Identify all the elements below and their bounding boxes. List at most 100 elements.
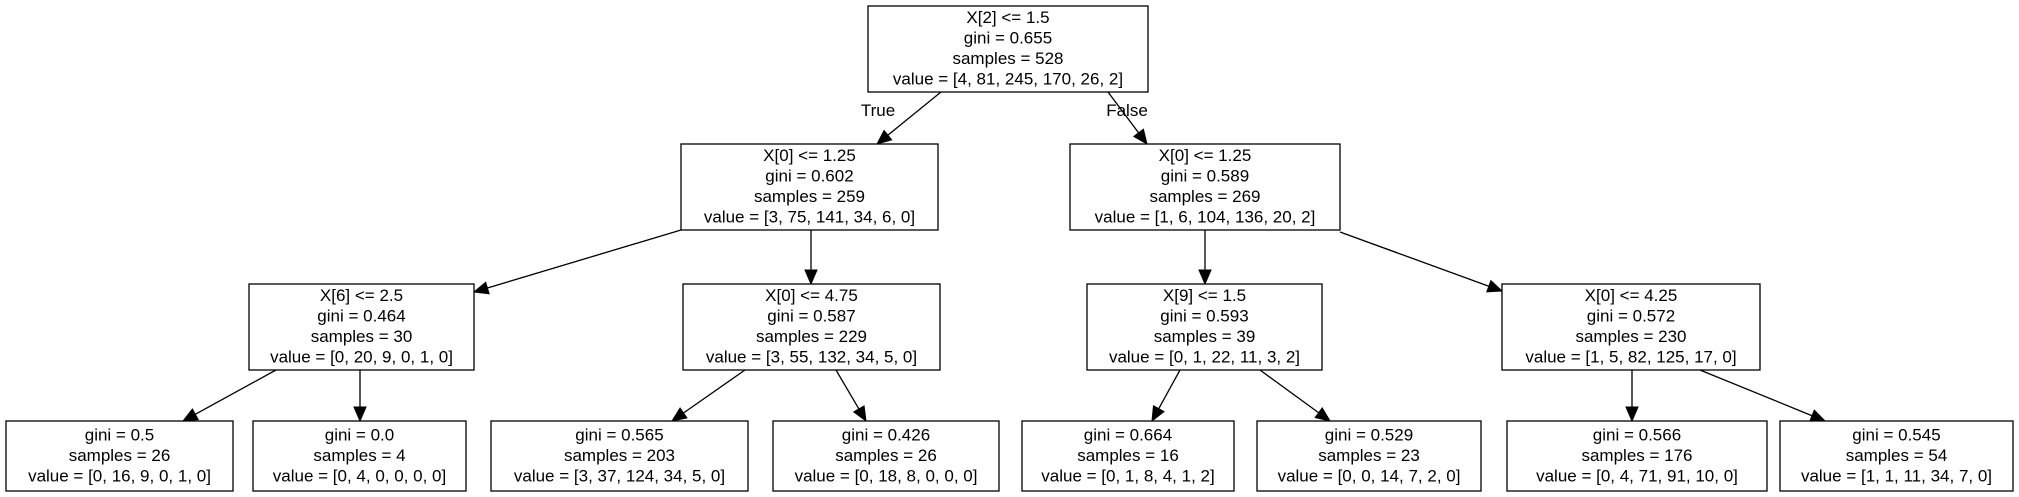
- node-samples-text: samples = 4: [313, 446, 405, 465]
- node-split-rule-text: X[0] <= 4.75: [765, 286, 858, 305]
- arrowhead-icon: [852, 405, 867, 423]
- tree-edge: [1198, 230, 1212, 286]
- node-box: [682, 283, 941, 371]
- edge-label: True: [861, 101, 895, 120]
- node-value-text: value = [0, 18, 8, 0, 0, 0]: [795, 466, 978, 485]
- edge-label: False: [1106, 101, 1148, 120]
- edge-line: [1699, 369, 1813, 417]
- node-split-rule-text: X[0] <= 1.25: [763, 146, 856, 165]
- node-value-text: value = [0, 4, 0, 0, 0, 0]: [273, 466, 446, 485]
- node-value-text: value = [0, 4, 71, 91, 10, 0]: [1536, 466, 1738, 485]
- node-value-text: value = [1, 5, 82, 125, 17, 0]: [1525, 348, 1736, 367]
- node-value-text: value = [0, 1, 22, 11, 3, 2]: [1109, 348, 1300, 367]
- tree-edge: True: [861, 91, 942, 145]
- node-box: [252, 420, 467, 492]
- node-value-text: value = [0, 1, 8, 4, 1, 2]: [1041, 466, 1214, 485]
- edge-line: [1259, 369, 1320, 414]
- node-box: [1506, 420, 1768, 492]
- node-split-rule-text: X[2] <= 1.5: [966, 8, 1049, 27]
- edge-line: [1339, 231, 1490, 287]
- node-gini-text: gini = 0.5: [85, 425, 154, 444]
- node-gini-text: gini = 0.589: [1161, 167, 1249, 186]
- node-box: [1021, 420, 1235, 492]
- node-split-rule-text: X[6] <= 2.5: [320, 286, 403, 305]
- edge-line: [1107, 91, 1140, 134]
- tree-edge: [1339, 231, 1504, 293]
- node-samples-text: samples = 23: [1318, 446, 1420, 465]
- arrowhead-icon: [353, 406, 367, 423]
- arrowhead-icon: [1151, 405, 1165, 423]
- tree-edge: [353, 370, 367, 423]
- tree-edge: [1625, 370, 1639, 423]
- arrowhead-icon: [472, 281, 490, 295]
- edge-line: [835, 369, 860, 410]
- node-gini-text: gini = 0.593: [1160, 307, 1248, 326]
- node-value-text: value = [3, 37, 124, 34, 5, 0]: [514, 466, 725, 485]
- edges-layer: True False: [181, 91, 1827, 423]
- arrowhead-icon: [1198, 269, 1212, 286]
- node-box: [680, 143, 939, 231]
- node-samples-text: samples = 229: [756, 327, 867, 346]
- node-samples-text: samples = 269: [1149, 187, 1260, 206]
- tree-edge: [670, 369, 746, 422]
- node-samples-text: samples = 39: [1154, 327, 1256, 346]
- tree-edge: [1699, 369, 1827, 422]
- node-box: [1256, 420, 1482, 492]
- edge-line: [1158, 369, 1181, 410]
- node-gini-text: gini = 0.0: [325, 425, 394, 444]
- edge-line: [683, 369, 746, 414]
- node-gini-text: gini = 0.545: [1852, 425, 1940, 444]
- arrowhead-icon: [876, 129, 893, 145]
- node-gini-text: gini = 0.587: [767, 307, 855, 326]
- arrowhead-icon: [1486, 279, 1504, 293]
- node-gini-text: gini = 0.464: [317, 307, 405, 326]
- node-box: [1069, 143, 1341, 231]
- tree-edge: [835, 369, 867, 423]
- node-split-rule-text: X[9] <= 1.5: [1163, 286, 1246, 305]
- node-split-rule-text: X[0] <= 1.25: [1159, 146, 1252, 165]
- node-gini-text: gini = 0.565: [575, 425, 663, 444]
- node-value-text: value = [3, 75, 141, 34, 6, 0]: [704, 208, 915, 227]
- edge-line: [487, 229, 682, 289]
- node-box: [1779, 420, 2014, 492]
- node-split-rule-text: X[0] <= 4.25: [1585, 286, 1678, 305]
- node-samples-text: samples = 26: [835, 446, 937, 465]
- arrowhead-icon: [1625, 406, 1639, 423]
- tree-edge: [472, 229, 682, 295]
- node-box: [490, 420, 749, 492]
- tree-edge: [804, 230, 818, 286]
- node-value-text: value = [0, 0, 14, 7, 2, 0]: [1278, 466, 1461, 485]
- arrowhead-icon: [181, 408, 199, 422]
- node-value-text: value = [3, 55, 132, 34, 5, 0]: [706, 348, 917, 367]
- node-gini-text: gini = 0.664: [1084, 425, 1172, 444]
- node-samples-text: samples = 203: [564, 446, 675, 465]
- node-samples-text: samples = 259: [754, 187, 865, 206]
- arrowhead-icon: [1314, 406, 1332, 422]
- node-samples-text: samples = 528: [952, 49, 1063, 68]
- node-value-text: value = [1, 6, 104, 136, 20, 2]: [1095, 208, 1316, 227]
- node-value-text: value = [0, 20, 9, 0, 1, 0]: [270, 348, 453, 367]
- node-box: [772, 420, 1000, 492]
- node-samples-text: samples = 230: [1575, 327, 1686, 346]
- node-box: [1086, 283, 1323, 371]
- node-box: [5, 420, 234, 492]
- tree-edge: [1151, 369, 1181, 423]
- arrowhead-icon: [804, 269, 818, 286]
- node-gini-text: gini = 0.529: [1325, 425, 1413, 444]
- node-gini-text: gini = 0.426: [842, 425, 930, 444]
- node-value-text: value = [0, 16, 9, 0, 1, 0]: [28, 466, 211, 485]
- arrowhead-icon: [1132, 128, 1148, 146]
